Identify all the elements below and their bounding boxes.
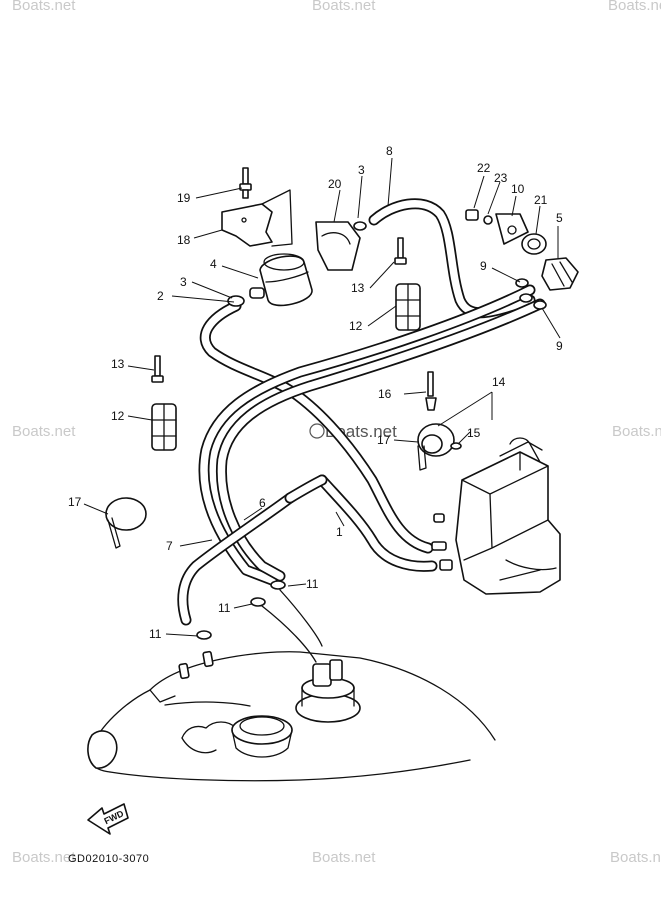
- fuel-filter-assembly: [227, 221, 367, 307]
- callout-10: 10: [511, 182, 525, 196]
- clamp-11a: [270, 580, 286, 590]
- callout-13b: 13: [111, 357, 125, 371]
- callout-9a: 9: [480, 259, 487, 273]
- filler-neck: [231, 715, 293, 745]
- bracket: [221, 203, 273, 247]
- callout-2: 2: [157, 289, 164, 303]
- band-17-left: [105, 497, 147, 549]
- hose-clamps-11: [196, 580, 323, 663]
- watermark-bottom-left: Boats.net: [12, 849, 76, 866]
- rivet-16: [427, 371, 434, 397]
- callout-12a: 12: [349, 319, 363, 333]
- watermark-top-right: Boats.net: [608, 0, 661, 14]
- bracket-assembly: [221, 167, 293, 247]
- watermark-bottom-right: Boats.net: [610, 849, 661, 866]
- callout-15: 15: [467, 426, 481, 440]
- hose-clamp-3b: [353, 221, 367, 231]
- fwd-arrow-icon: FWD: [87, 803, 129, 835]
- callout-14: 14: [492, 375, 506, 389]
- callout-6: 6: [259, 496, 266, 510]
- callout-7: 7: [166, 539, 173, 553]
- watermark-top-left: Boats.net: [12, 0, 76, 14]
- fuel-tank: [87, 650, 496, 782]
- callout-21: 21: [534, 193, 548, 207]
- callout-3a: 3: [180, 275, 187, 289]
- clamp-11b: [250, 597, 266, 607]
- watermark-group: Boats.net Boats.net Boats.net Boats.net …: [12, 0, 661, 866]
- callout-11b: 11: [218, 601, 231, 615]
- callout-5: 5: [556, 211, 563, 225]
- filter-holder: [315, 221, 361, 271]
- part-15: [450, 442, 462, 450]
- clamp-9b: [533, 300, 547, 310]
- watermark-bottom-center: Boats.net: [312, 849, 376, 866]
- band-assembly-right: [417, 371, 462, 471]
- callout-4: 4: [210, 257, 217, 271]
- diagram-code: GD02010-3070: [68, 853, 149, 865]
- callout-1: 1: [336, 525, 343, 539]
- clamp-11c: [196, 630, 212, 640]
- callout-11a: 11: [306, 577, 319, 591]
- callout-20: 20: [328, 177, 342, 191]
- callout-19: 19: [177, 191, 191, 205]
- copyright-icon: [309, 423, 325, 439]
- clamp-9a: [515, 278, 529, 288]
- watermark-mid-right: Boats.net: [612, 423, 661, 440]
- callout-9b: 9: [556, 339, 563, 353]
- leader-lines: [83, 157, 561, 637]
- watermark-top-center: Boats.net: [312, 0, 376, 14]
- rivet-13-upper: [397, 237, 404, 259]
- nut-21: [521, 233, 547, 255]
- engine-block: [431, 437, 561, 595]
- bolt-22: [465, 209, 479, 221]
- valve-5: [541, 257, 579, 291]
- washer-23: [483, 215, 493, 225]
- clip-assembly-upper: [394, 237, 421, 331]
- callout-11c: 11: [149, 627, 162, 641]
- rivet-19: [242, 167, 249, 185]
- hoses: [177, 198, 546, 626]
- tank-cap: [87, 730, 118, 769]
- callout-13a: 13: [351, 281, 365, 295]
- clip-assembly-left: [151, 355, 177, 451]
- rivet-13-left: [154, 355, 161, 377]
- callout-8: 8: [386, 144, 393, 158]
- callout-12b: 12: [111, 409, 125, 423]
- callout-23: 23: [494, 171, 508, 185]
- callout-3b: 3: [358, 163, 365, 177]
- callout-labels: 1 2 3 3 4 5 6 7 8 9 9 10 11 11 11 12 12 …: [68, 144, 563, 641]
- watermark-mid-left: Boats.net: [12, 423, 76, 440]
- callout-17b: 17: [68, 495, 82, 509]
- callout-16: 16: [378, 387, 392, 401]
- callout-18: 18: [177, 233, 191, 247]
- callout-17a: 17: [377, 433, 391, 447]
- callout-22: 22: [477, 161, 491, 175]
